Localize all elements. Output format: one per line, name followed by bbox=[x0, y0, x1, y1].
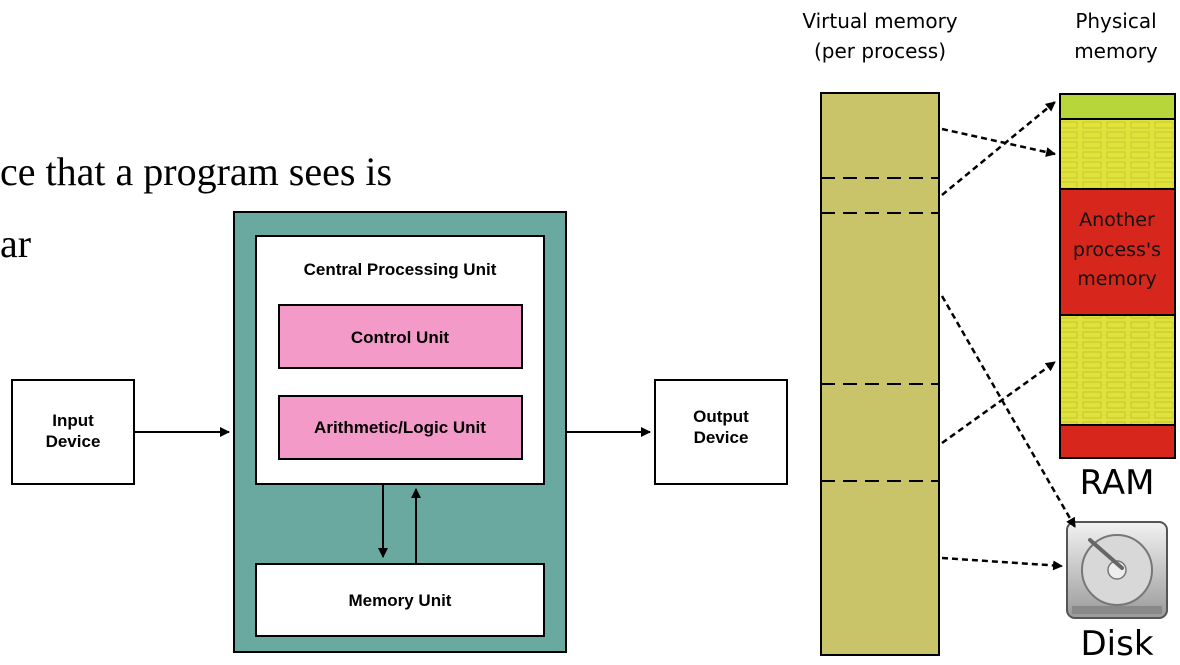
physical-memory-header-line1: Physical bbox=[1075, 9, 1156, 33]
mapping-arrow bbox=[941, 127, 1056, 157]
slide-text-line-1: ce that a program sees is bbox=[0, 149, 393, 194]
input-device-box: Input Device bbox=[11, 379, 135, 485]
ram-column: Another process's memory bbox=[1059, 93, 1176, 459]
mapping-arrow bbox=[941, 360, 1056, 445]
control-unit-box: Control Unit bbox=[278, 304, 523, 369]
input-device-label-line1: Input bbox=[52, 411, 94, 430]
input-device-label-line2: Device bbox=[46, 432, 101, 451]
cpu-title: Central Processing Unit bbox=[304, 260, 497, 279]
physical-memory-header-line2: memory bbox=[1074, 39, 1158, 63]
virtual-memory-diagram: Virtual memory (per process) Physical me… bbox=[802, 9, 1176, 664]
another-process-label-line1: Another bbox=[1079, 209, 1155, 231]
memory-unit-box: Memory Unit bbox=[255, 563, 545, 637]
cpu-block-diagram: Input Device Central Processing Unit Con… bbox=[11, 211, 788, 653]
output-device-box: Output Device bbox=[654, 379, 788, 485]
disk-label: Disk bbox=[1080, 624, 1153, 664]
another-process-label-line2: process's bbox=[1073, 239, 1161, 261]
mapping-arrow bbox=[941, 556, 1063, 571]
output-device-label-line2: Device bbox=[694, 428, 749, 447]
ram-label: RAM bbox=[1080, 463, 1155, 503]
virtual-memory-header-line2: (per process) bbox=[814, 39, 946, 63]
control-unit-label: Control Unit bbox=[351, 328, 450, 347]
alu-box: Arithmetic/Logic Unit bbox=[278, 395, 523, 460]
another-process-label-line3: memory bbox=[1077, 268, 1156, 290]
hard-disk-icon bbox=[1066, 521, 1168, 619]
alu-label: Arithmetic/Logic Unit bbox=[314, 418, 486, 437]
virtual-memory-header-line1: Virtual memory bbox=[802, 9, 957, 33]
mapping-arrow bbox=[941, 101, 1056, 196]
mapping-arrow bbox=[940, 295, 1077, 528]
virtual-memory-column bbox=[820, 92, 940, 656]
slide-text-line-2: ar bbox=[0, 221, 32, 266]
memory-unit-label: Memory Unit bbox=[349, 591, 452, 610]
page-mapping-arrows bbox=[940, 101, 1077, 571]
output-device-label-line1: Output bbox=[693, 407, 749, 426]
